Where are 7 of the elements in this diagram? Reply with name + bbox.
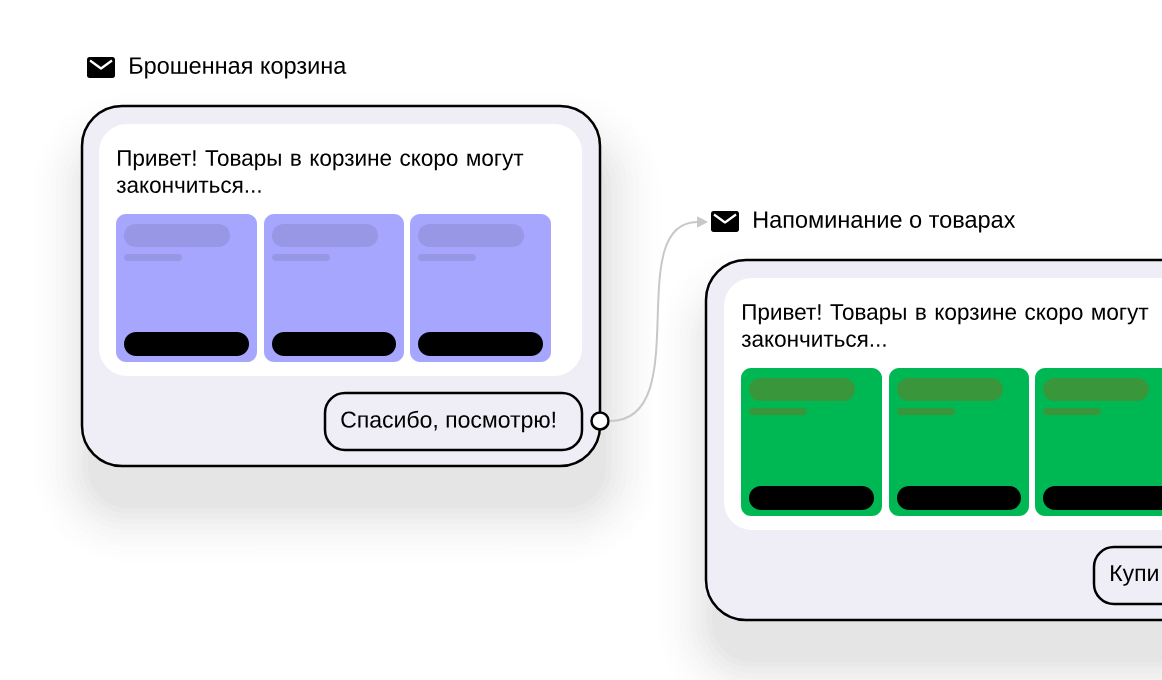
message-text: Привет! Товары в корзине скоро могут закончиться... — [116, 150, 524, 193]
reply-button: Купи — [1092, 545, 1162, 606]
message-text: Привет! Товары в корзине скоро могут закончиться... — [741, 304, 1149, 347]
card-title: Брошенная корзина — [130, 57, 347, 79]
card-title: Напоминание о товарах — [754, 211, 1016, 233]
port-circle — [590, 411, 610, 431]
reply-button: Спасибо, посмотрю! — [323, 391, 584, 452]
